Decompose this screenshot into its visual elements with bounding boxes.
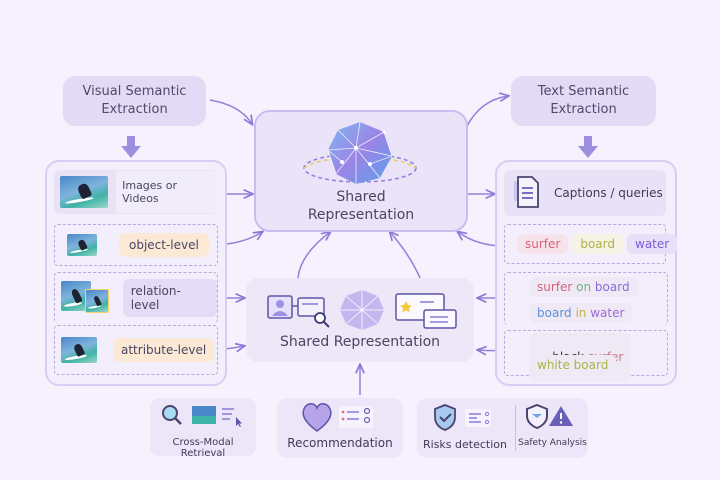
relation-phrase-1: surfer on board	[529, 277, 638, 297]
object-thumbnail	[67, 234, 97, 256]
app-label: Safety Analysis	[518, 438, 587, 448]
rel2-w2: in	[571, 306, 591, 320]
header-line1: Text Semantic	[537, 84, 630, 99]
header-line2: Extraction	[550, 102, 617, 117]
down-arrow-right	[578, 136, 598, 158]
attribute-level-label: attribute-level	[113, 338, 215, 362]
object-level-row: object-level	[54, 224, 218, 266]
title-line1: Shared	[336, 189, 386, 205]
surfer-thumbnail	[60, 176, 109, 208]
relation-phrase-2: board in water	[529, 303, 633, 323]
captions-card: Captions / queries	[504, 170, 666, 216]
thumb-b	[85, 289, 109, 313]
header-line1: Visual Semantic	[82, 84, 187, 99]
app-label: Risks detection	[423, 438, 507, 451]
relation-level-row: relation-level	[54, 272, 218, 323]
arrow-visual-to-shared	[209, 99, 252, 124]
object-words-row: surfer board water	[504, 224, 678, 264]
app-cross-modal-retrieval[interactable]: Cross-Modal Retrieval	[150, 398, 256, 459]
attribute-level-row: attribute-level	[54, 325, 218, 375]
document-icon	[514, 176, 539, 208]
header-line2: Extraction	[101, 102, 168, 117]
object-level-label: object-level	[119, 233, 209, 257]
risks-icons	[434, 404, 491, 431]
images-or-videos-card: Images or Videos	[54, 170, 216, 214]
app-label: Recommendation	[287, 436, 393, 450]
captions-label: Captions / queries	[554, 186, 663, 200]
word-board: board	[572, 234, 623, 254]
app-safety-analysis[interactable]: Safety Analysis	[517, 398, 588, 458]
source-label: Images or Videos	[116, 171, 216, 213]
arrow-rep-to-shared-right	[390, 232, 421, 279]
shared-representation-top-title: Shared Representation	[254, 188, 468, 224]
relation-thumbnails	[61, 281, 111, 315]
shared-representation-bottom-title: Shared Representation	[279, 334, 441, 350]
retrieval-icons	[162, 405, 242, 427]
app-risks-detection[interactable]: Risks detection	[417, 398, 513, 458]
rel1-w1: surfer	[537, 280, 573, 294]
attribute-thumbnail	[61, 337, 97, 363]
text-semantic-extraction-header: Text Semantic Extraction	[511, 76, 656, 126]
embedding-sphere-icon	[303, 121, 417, 184]
relation-level-label: relation-level	[122, 279, 217, 317]
safety-icons	[526, 403, 573, 430]
word-water: water	[627, 234, 678, 254]
rel2-w3: water	[590, 306, 625, 320]
title-line2: Representation	[307, 207, 415, 223]
attr2-w1: white board	[537, 358, 609, 372]
word-surfer: surfer	[517, 234, 569, 254]
down-arrow-left	[121, 136, 141, 158]
rel2-w1: board	[537, 306, 572, 320]
attribute-phrase-2: white board	[529, 355, 617, 375]
app-recommendation[interactable]: Recommendation	[277, 398, 403, 458]
relation-words-row: surfer on board board in water	[504, 272, 668, 325]
visual-semantic-extraction-header: Visual Semantic Extraction	[63, 76, 206, 126]
attribute-words-row: black surfer white board	[504, 330, 668, 381]
embedding-sphere-small-icon	[340, 290, 384, 330]
profile-search-icon	[267, 295, 330, 328]
rel1-w2: on	[572, 280, 595, 294]
arrow-shared-to-text	[465, 96, 508, 129]
app-divider	[515, 405, 516, 451]
arrow-rep-to-shared-left	[297, 232, 330, 279]
app-label: Cross-Modal Retrieval	[172, 437, 234, 459]
recommendation-icons	[302, 403, 373, 432]
rel1-w3: board	[594, 280, 630, 294]
rating-cards-icon	[395, 293, 457, 329]
